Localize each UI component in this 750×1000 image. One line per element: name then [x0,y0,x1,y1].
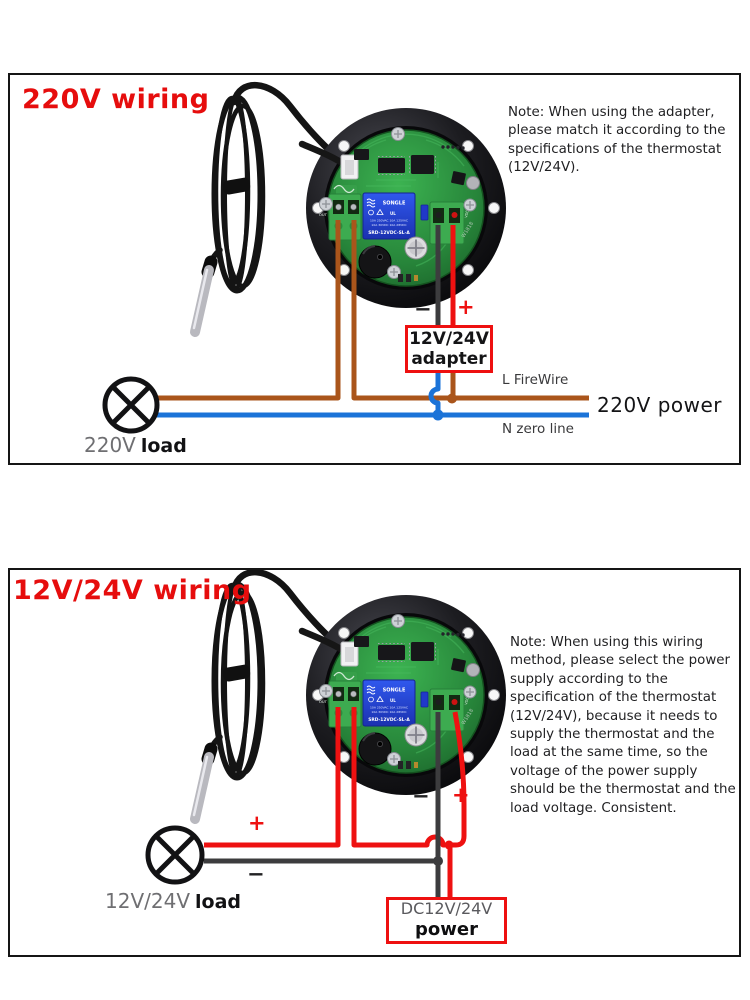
wire-thermostat-plus [450,711,467,848]
title-12v24v: 12V/24V wiring [13,575,252,606]
power-box-line1: DC12V/24V [400,899,493,919]
adapter-box-line2: adapter [411,349,487,369]
load-symbol-220v [102,376,160,434]
power-box-line2: power [415,919,478,941]
neutral-wire-label: N zero line [502,421,574,437]
terminal-minus-sign: − [412,784,430,808]
wire-live-line [351,220,589,401]
note-12v24v: Note: When using this wiring method, ple… [510,635,736,816]
terminal-plus-sign: + [452,783,470,807]
wire-load-plus [204,707,341,848]
junction-minus [433,856,443,866]
diagram-12v24v-graphics [145,570,741,900]
power-box: DC12V/24V power [386,897,507,944]
load-word-12v24v: load [195,891,241,913]
junction-live [447,393,457,404]
load-plus-sign: + [248,811,266,835]
wires-220v [156,220,589,421]
junction-plus [444,840,454,850]
wire-adapter-neutral-hop [428,372,441,415]
adapter-box-line1: 12V/24V [409,328,489,349]
load-word-220v: load [140,435,187,457]
wire-out-to-plus-hop [351,707,446,848]
adapter-plus-sign: + [457,295,475,319]
power-source-label-220v: 220V power [597,393,723,417]
load-symbol-12v24v [145,825,205,885]
load-voltage-12v24v: 12V/24V [105,889,190,913]
wires-12v24v [204,707,467,900]
live-wire-label: L FireWire [502,372,569,388]
wire-load-live [157,220,341,401]
load-voltage-220v: 220V [84,433,136,457]
adapter-box: 12V/24V adapter [405,325,493,373]
junction-neutral [432,409,444,421]
load-minus-sign: − [247,862,265,886]
diagram-220v-graphics: SONGLE UL 10A 250VAC 10A 125VAC 10A 30VD… [102,75,589,434]
adapter-minus-sign: − [414,297,432,321]
thermostat-device-12v24v [194,572,506,819]
title-220v: 220V wiring [22,84,210,115]
note-220v: Note: When using the adapter, please mat… [508,105,726,176]
